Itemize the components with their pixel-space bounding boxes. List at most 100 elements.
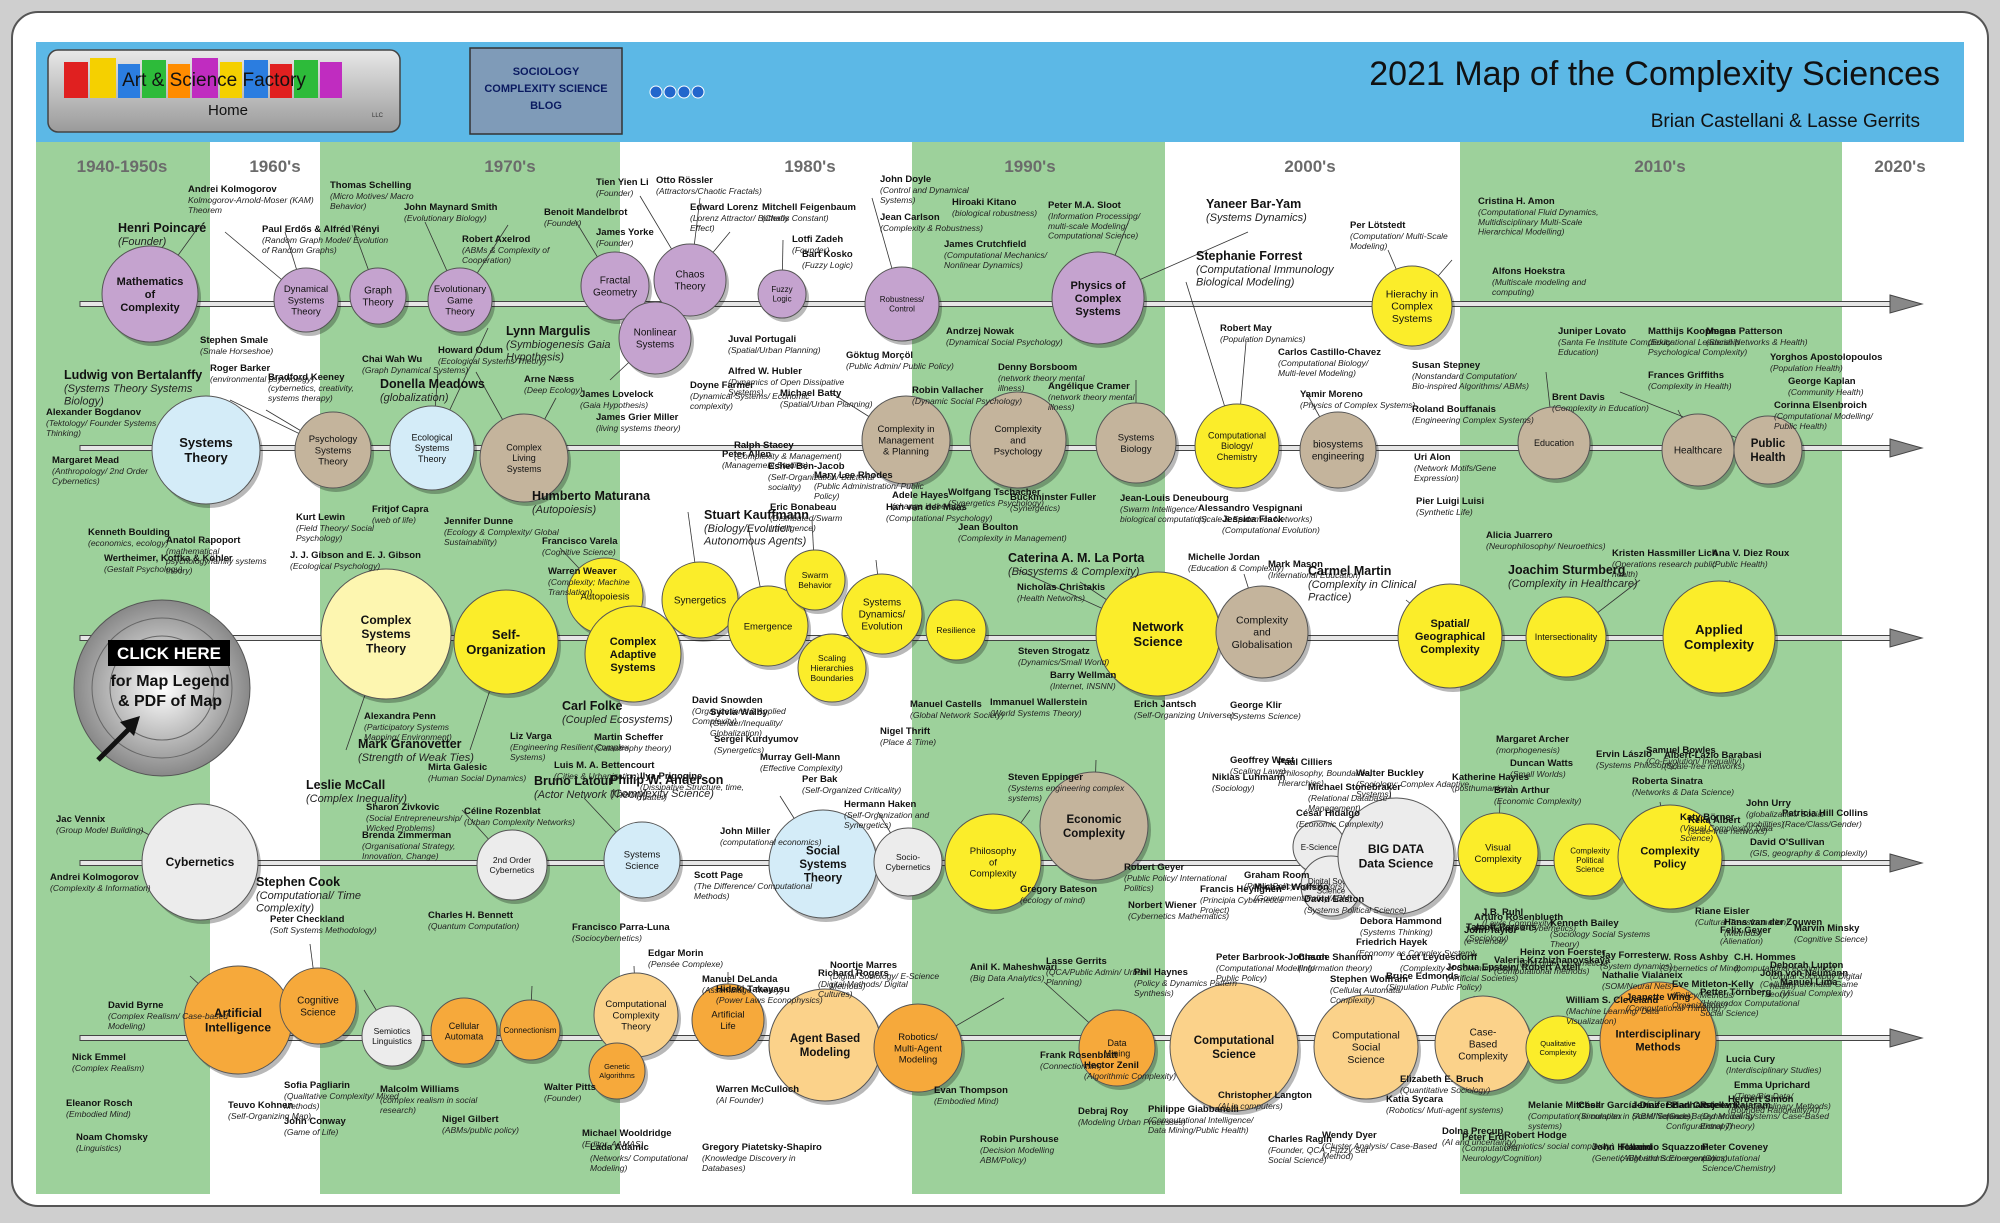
node-circle[interactable] [476, 829, 548, 901]
node-circle[interactable] [969, 391, 1067, 489]
node-circle[interactable] [273, 267, 339, 333]
topic-node[interactable]: Robustness/Control [864, 266, 942, 345]
node-circle[interactable] [1337, 797, 1455, 915]
node-circle[interactable] [1078, 1009, 1156, 1087]
node-circle[interactable] [841, 573, 923, 655]
node-circle[interactable] [784, 549, 846, 611]
node-circle[interactable] [1617, 804, 1723, 910]
node-circle[interactable] [453, 589, 559, 695]
node-circle[interactable] [861, 395, 951, 485]
node-circle[interactable] [873, 1003, 963, 1093]
node-circle[interactable] [389, 405, 475, 491]
topic-node[interactable]: Intersectionality [1525, 596, 1609, 681]
node-circle[interactable] [873, 827, 943, 897]
node-circle[interactable] [1051, 251, 1145, 345]
node-circle[interactable] [499, 999, 561, 1061]
node-circle[interactable] [603, 821, 681, 899]
blog-frame[interactable] [469, 47, 623, 135]
node-circle[interactable] [427, 267, 493, 333]
node-circle[interactable] [1457, 812, 1539, 894]
node-circle[interactable] [580, 251, 650, 321]
node-circle[interactable] [349, 267, 407, 325]
node-circle[interactable] [653, 243, 727, 317]
node-circle[interactable] [1371, 265, 1453, 347]
node-circle[interactable] [320, 568, 452, 700]
topic-node[interactable]: Self-Organization [453, 589, 561, 698]
node-circle[interactable] [925, 599, 987, 661]
node-circle[interactable] [584, 605, 682, 703]
node-circle[interactable] [588, 1042, 646, 1100]
node-circle[interactable] [361, 1005, 423, 1067]
node-circle[interactable] [479, 413, 569, 503]
node-circle[interactable] [1662, 580, 1776, 694]
node-circle[interactable] [1215, 585, 1309, 679]
node-circle[interactable] [1313, 994, 1419, 1100]
social-icon[interactable] [691, 85, 705, 99]
node-circle[interactable] [618, 301, 692, 375]
node-circle[interactable] [797, 633, 867, 703]
node-circle[interactable] [279, 967, 357, 1045]
node-circle[interactable] [1039, 771, 1149, 881]
node-circle[interactable] [1299, 411, 1377, 489]
node-circle[interactable] [141, 803, 259, 921]
node-circle[interactable] [1517, 406, 1591, 480]
node-circle[interactable] [1194, 403, 1280, 489]
node-circle[interactable] [1095, 402, 1177, 484]
topic-node[interactable]: Cybernetics [141, 803, 261, 924]
node-circle[interactable] [1525, 596, 1607, 678]
node-circle[interactable] [151, 395, 261, 505]
node-circle[interactable] [1525, 1015, 1591, 1081]
node-circle[interactable] [430, 997, 498, 1065]
topic-node[interactable]: Synergetics [661, 561, 741, 642]
node-circle[interactable] [1397, 583, 1503, 689]
topic-node[interactable]: Education [1517, 406, 1593, 483]
node-circle[interactable] [1733, 415, 1803, 485]
legend-button[interactable]: CLICK HERE for Map Legend & PDF of Map [73, 599, 251, 777]
topic-node[interactable]: Resilience [925, 599, 989, 664]
